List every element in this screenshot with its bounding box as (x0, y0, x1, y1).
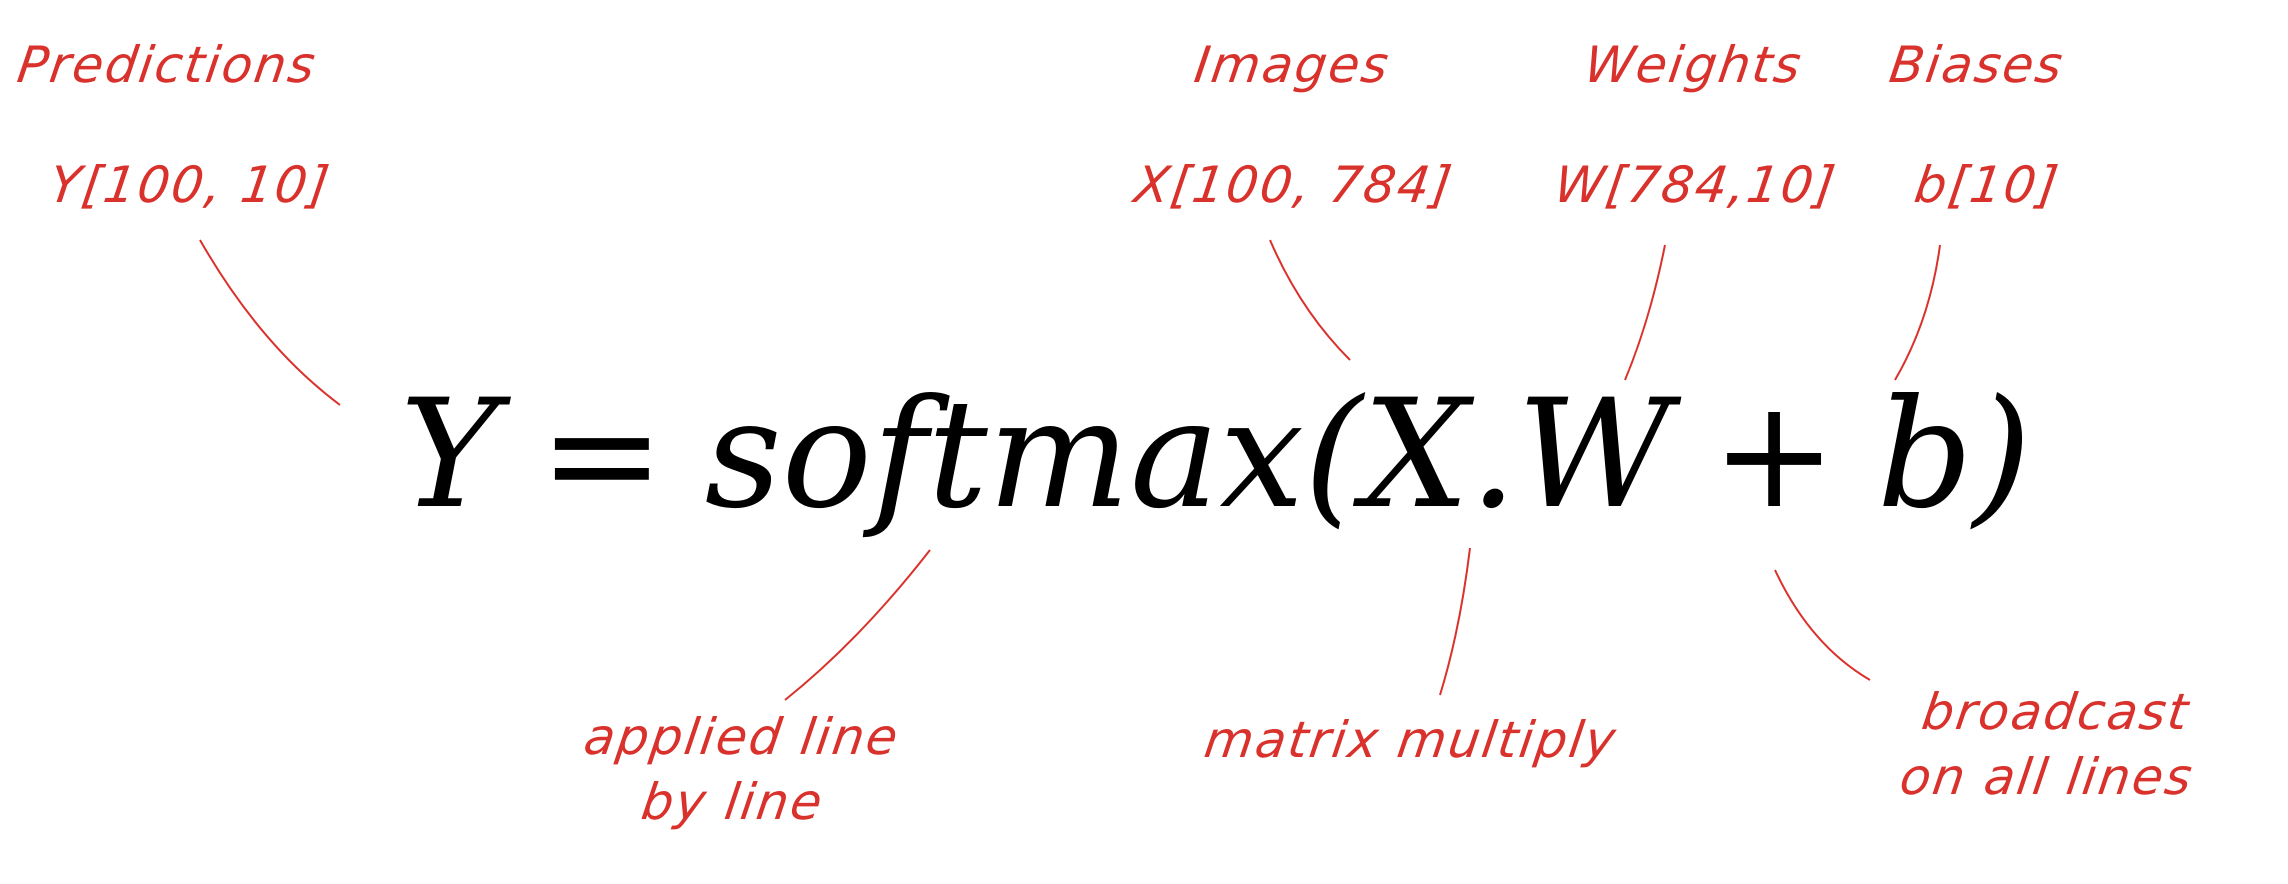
leader-weights (1624, 244, 1666, 381)
broadcast-label: broadcast on all lines (1896, 683, 2198, 806)
formula-plus: + (1711, 368, 1837, 542)
formula-equals: = (539, 368, 665, 542)
formula-bias: b) (1876, 368, 2032, 542)
leader-images (1269, 239, 1351, 361)
biases-label: Biases (1885, 36, 2068, 94)
weights-label: Weights (1580, 36, 1807, 94)
biases-dims: b[10] (1910, 156, 2064, 214)
leader-matmul (1439, 547, 1471, 696)
images-dims: X[100, 784] (1130, 156, 1458, 214)
weights-dims: W[784,10] (1550, 156, 1841, 214)
leader-biases (1894, 244, 1941, 381)
formula-function: softmax(X.W (704, 368, 1672, 542)
formula-lhs: Y (400, 368, 500, 542)
matmul-label: matrix multiply (1200, 711, 1621, 769)
leader-predictions (199, 239, 341, 406)
images-label: Images (1190, 36, 1394, 94)
leader-broadcast (1774, 569, 1871, 681)
predictions-label: Predictions (13, 36, 321, 94)
leader-applied (784, 549, 931, 701)
applied-label: applied line by line (580, 708, 904, 831)
softmax-formula: Y=softmax(X.W+b) (400, 380, 2031, 530)
predictions-dims: Y[100, 10] (45, 156, 335, 214)
